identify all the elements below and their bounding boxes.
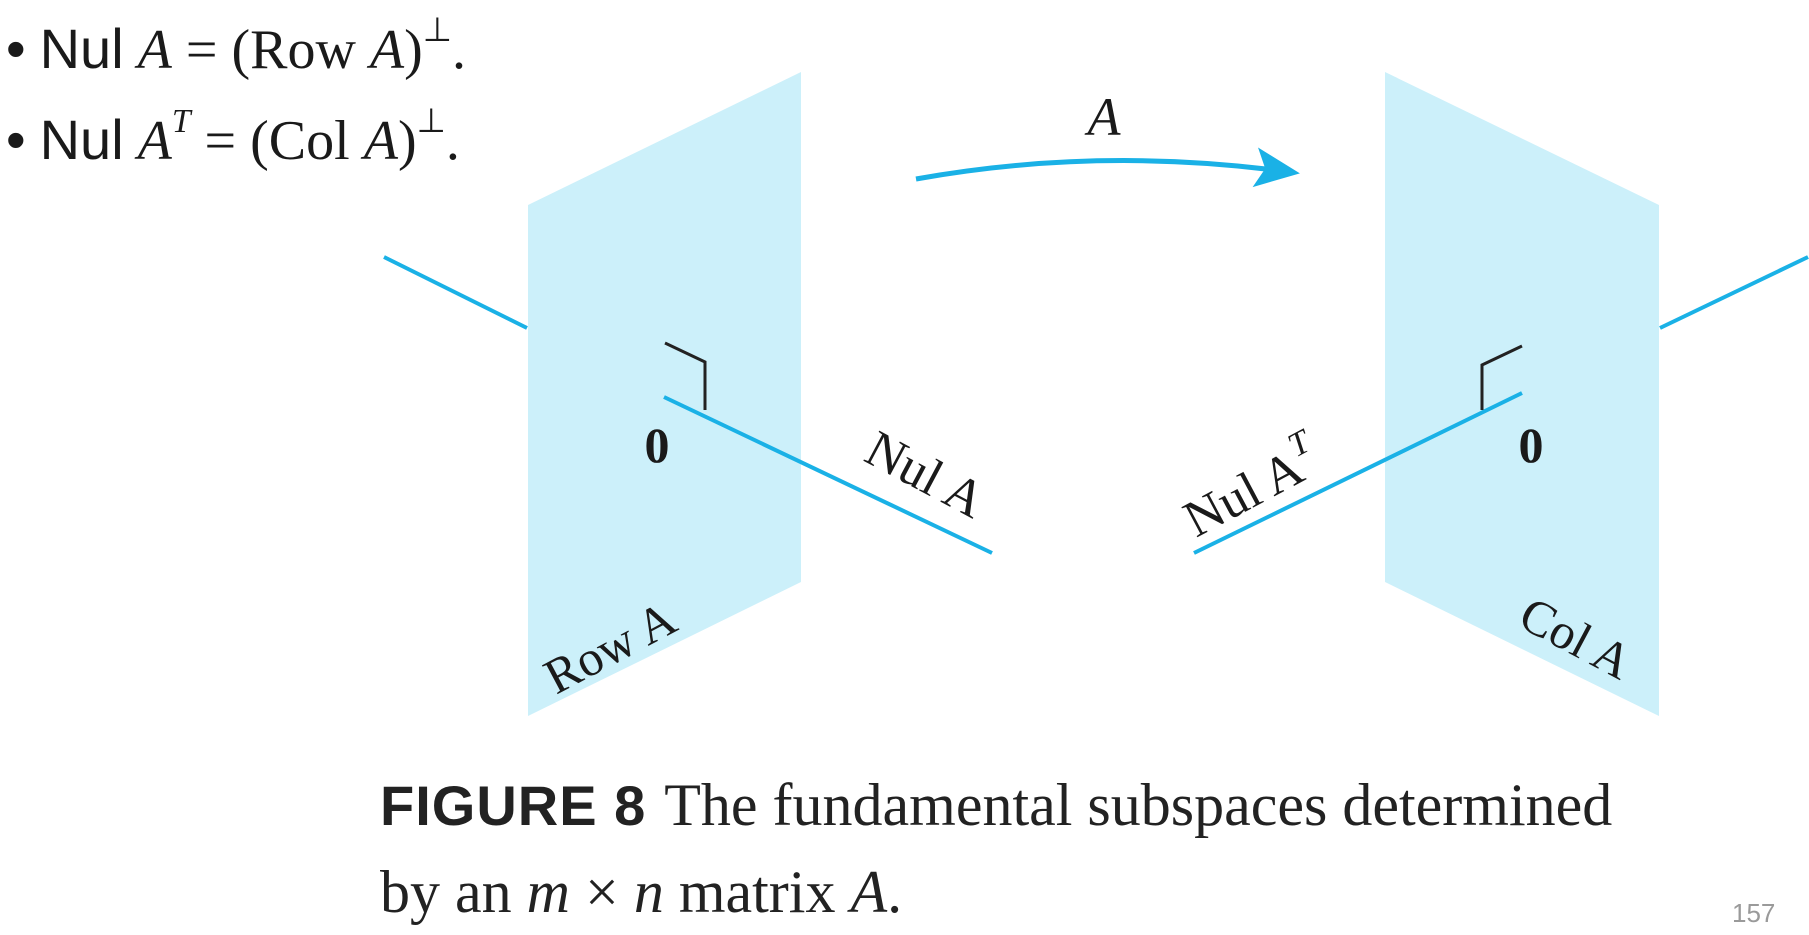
row-space-plane <box>528 72 801 716</box>
nul-at-text: Nul A <box>1175 439 1313 549</box>
nul-a-line <box>663 395 993 555</box>
caption-m: m <box>526 859 570 925</box>
nul-a-label: Nul A <box>856 420 994 530</box>
col-space-normal-line-right <box>1659 255 1809 330</box>
perp-symbol: ⊥ <box>416 103 446 141</box>
row-space-normal-line-left <box>383 255 528 330</box>
transpose-sup: T <box>171 103 191 141</box>
right-right-angle-marker <box>1480 344 1523 410</box>
figure-label: FIGURE 8 <box>380 774 647 837</box>
caption-period: . <box>887 859 903 925</box>
subspaces-diagram: A 0 0 Nul A Nul AT Row A Col A <box>383 72 1809 716</box>
matrix-var: A <box>137 110 172 172</box>
perp-symbol: ⊥ <box>422 12 453 50</box>
right-zero-label: 0 <box>1519 417 1544 473</box>
bullet-nul-a: • Nul A = (Row A)⊥. <box>6 4 466 95</box>
caption-prefix: by an <box>380 859 512 925</box>
col-word: Col <box>268 110 350 172</box>
nul-at-line <box>1193 391 1523 555</box>
caption-line-1: FIGURE 8 The fundamental subspaces determ… <box>380 762 1612 849</box>
open-paren: ( <box>231 19 251 81</box>
arrow-label: A <box>1085 87 1122 147</box>
bullet-nul-at: • Nul AT = (Col A)⊥. <box>6 95 466 186</box>
nul-word: Nul <box>39 108 124 171</box>
bullet-marker: • <box>6 108 26 171</box>
period: . <box>445 110 460 172</box>
close-paren: ) <box>404 19 423 81</box>
left-zero-label: 0 <box>645 417 670 473</box>
period: . <box>452 19 467 81</box>
open-paren: ( <box>250 110 269 172</box>
caption-var: A <box>850 859 888 925</box>
equals-sign: = <box>204 110 237 172</box>
matrix-var: A <box>369 19 405 81</box>
caption-times: × <box>584 859 619 925</box>
nul-a-text: Nul A <box>856 420 994 530</box>
nul-at-label: Nul AT <box>1171 422 1331 548</box>
row-word: Row <box>250 19 356 81</box>
page-number: 157 <box>1732 898 1776 928</box>
bullet-list: • Nul A = (Row A)⊥. • Nul AT = (Col A)⊥. <box>6 4 466 186</box>
close-paren: ) <box>397 110 417 172</box>
nul-word: Nul <box>39 17 124 80</box>
mapping-arrow <box>915 147 1300 188</box>
matrix-var: A <box>137 19 172 81</box>
left-right-angle-marker <box>664 341 707 410</box>
bullet-marker: • <box>6 17 26 80</box>
matrix-var: A <box>363 110 398 172</box>
caption-n: n <box>633 859 664 925</box>
caption-line-2: by an m × n matrix A. <box>380 849 1612 935</box>
equals-sign: = <box>185 19 218 81</box>
figure-caption: FIGURE 8 The fundamental subspaces determ… <box>380 762 1612 935</box>
caption-matrix-word: matrix <box>678 859 836 925</box>
caption-text-1: The fundamental subspaces determined <box>664 772 1613 838</box>
